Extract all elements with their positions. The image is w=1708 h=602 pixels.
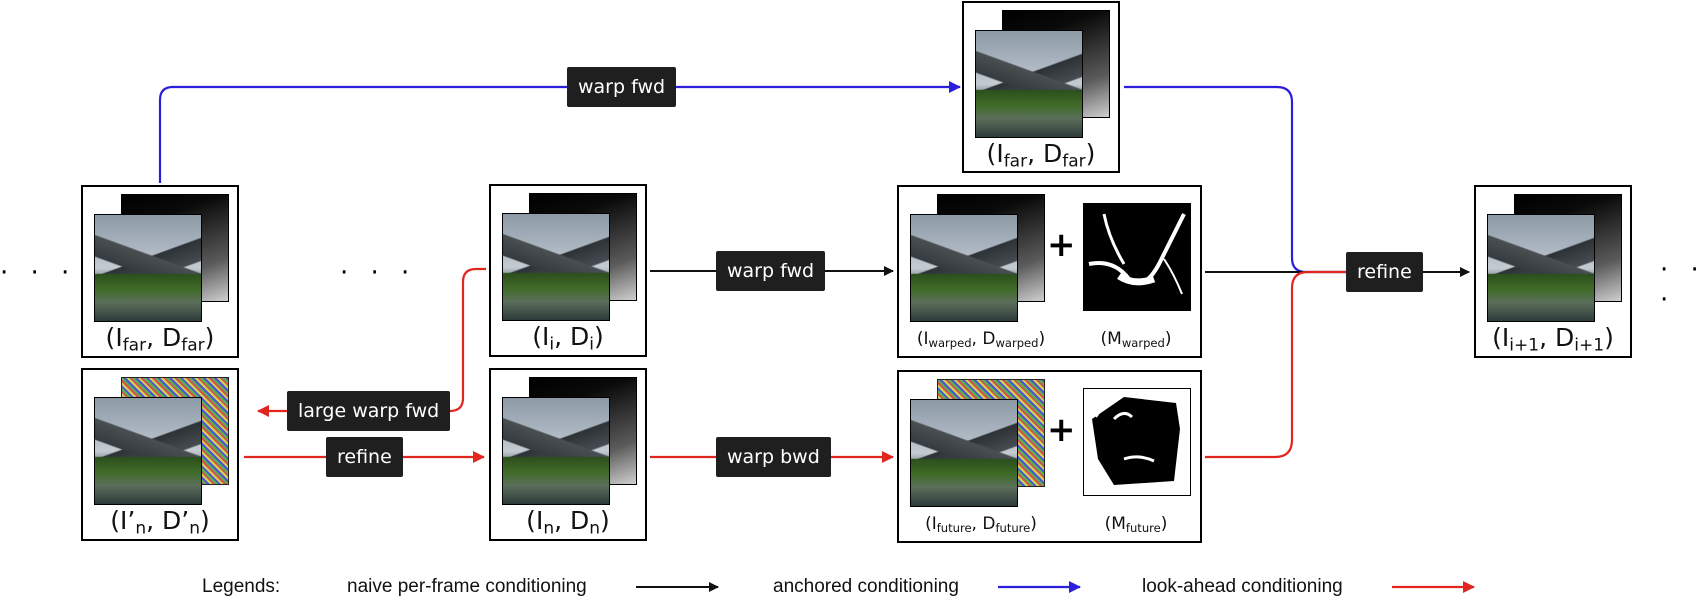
frame-i-next: (Ii+1, Di+1) — [1474, 185, 1632, 358]
frame-future: + (Ifuture, Dfuture) (Mfuture) — [897, 370, 1202, 543]
frame-in: (In, Dn) — [489, 368, 647, 541]
caption-future: (Ifuture, Dfuture) — [925, 514, 1037, 535]
caption-warped: (Iwarped, Dwarped) — [916, 329, 1046, 350]
label-refine-right: refine — [1346, 252, 1423, 292]
anchored-arrow-top — [158, 81, 961, 183]
mask-warped — [1083, 203, 1191, 311]
mask-future — [1083, 388, 1191, 496]
rgb-image — [1487, 214, 1595, 322]
caption-ifar-left: (Ifar, Dfar) — [105, 323, 215, 356]
label-warp-fwd-top: warp fwd — [567, 67, 677, 107]
legend-title: Legends: — [202, 576, 281, 597]
caption-in-prime: (I’n, D’n) — [110, 506, 210, 539]
lookahead-arrow-large-warp — [257, 267, 486, 417]
caption-m-future: (Mfuture) — [1104, 514, 1168, 535]
label-warp-bwd: warp bwd — [716, 437, 831, 477]
label-large-warp-fwd: large warp fwd — [287, 391, 451, 431]
label-warp-fwd-mid: warp fwd — [716, 251, 826, 291]
frame-ifar-left: (Ifar, Dfar) — [81, 185, 239, 358]
ellipsis-right: · · · — [1660, 255, 1706, 315]
rgb-image-future — [910, 399, 1018, 507]
legend-label-naive: naive per-frame conditioning — [347, 576, 587, 597]
ellipsis-left: · · · — [0, 258, 77, 288]
ellipsis-middle: · · · — [340, 258, 417, 288]
lookahead-arrow-up — [1205, 270, 1346, 459]
caption-ii: (Ii, Di) — [532, 322, 604, 355]
frame-in-prime: (I’n, D’n) — [81, 368, 239, 541]
frame-warped: + (Iwarped, Dwarped) (Mwarped) — [897, 185, 1202, 358]
rgb-image-warped — [910, 214, 1018, 322]
rgb-image-noisy — [94, 397, 202, 505]
caption-m-warped: (Mwarped) — [1100, 329, 1172, 350]
caption-i-next: (Ii+1, Di+1) — [1492, 323, 1614, 356]
frame-ii: (Ii, Di) — [489, 184, 647, 357]
rgb-image — [502, 397, 610, 505]
rgb-image — [975, 30, 1083, 138]
plus-symbol: + — [1047, 410, 1076, 450]
label-refine-bottom: refine — [326, 437, 403, 477]
rgb-image — [94, 214, 202, 322]
caption-in: (In, Dn) — [526, 506, 610, 539]
plus-symbol: + — [1047, 225, 1076, 265]
legend-label-lookahead: look-ahead conditioning — [1142, 576, 1343, 597]
rgb-image — [502, 213, 610, 321]
caption-ifar-top: (Ifar, Dfar) — [986, 139, 1096, 172]
legend-label-anchored: anchored conditioning — [773, 576, 959, 597]
frame-ifar-top: (Ifar, Dfar) — [962, 1, 1120, 173]
